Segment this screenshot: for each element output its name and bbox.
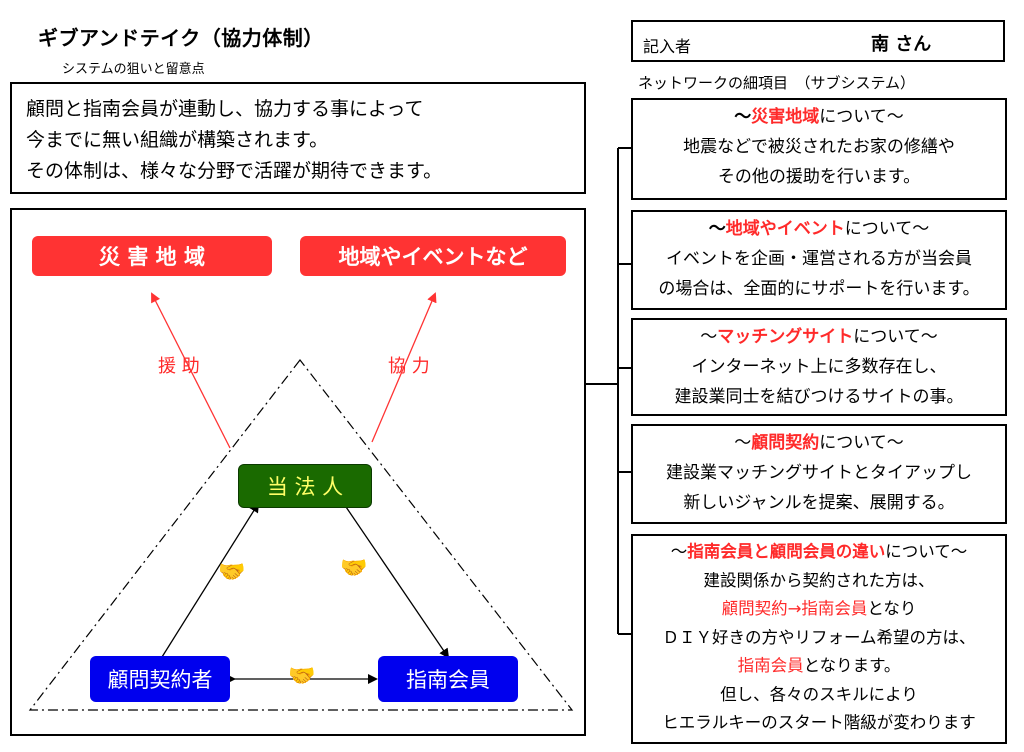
card-heading-key: マッチングサイト — [717, 327, 854, 347]
card-heading: ～マッチングサイトについて～ — [700, 327, 938, 347]
card-region-events: ～地域やイベントについて～ イベントを企画・運営される方が当会員 の場合は、全面… — [631, 210, 1007, 310]
card-disaster-area: ～災害地域について～ 地震などで被災されたお家の修繕や その他の援助を行います。 — [631, 98, 1007, 200]
intro-line: 顧問と指南会員が連動し、協力する事によって — [26, 98, 424, 120]
network-label: ネットワークの細項目 （サブシステム） — [638, 74, 916, 92]
cooperation-diagram: 災 害 地 域 地域やイベントなど 援 助 協 力 当 法 人 顧問契約者 指南… — [10, 208, 586, 736]
handshake-icon: 🤝 — [288, 664, 316, 689]
link-left — [153, 502, 260, 667]
card-heading-key: 地域やイベント — [725, 219, 845, 239]
page-subtitle: システムの狙いと留意点 — [62, 62, 205, 77]
card-line: ヒエラルキーのスタート階級が変わります — [662, 713, 976, 732]
card-line: 建設業同士を結びつけるサイトの事。 — [674, 387, 964, 407]
card-heading: ～地域やイベントについて～ — [708, 219, 930, 239]
card-heading: ～災害地域について～ — [734, 107, 904, 127]
target-region-events: 地域やイベントなど — [300, 236, 566, 276]
handshake-icon: 🤝 — [340, 556, 368, 581]
card-member-difference: ～指南会員と顧問会員の違いについて～ 建設関係から契約された方は、 顧問契約→指… — [631, 534, 1007, 744]
card-line: インターネット上に多数存在し、 — [691, 357, 947, 377]
intro-box: 顧問と指南会員が連動し、協力する事によって 今までに無い組織が構築されます。 そ… — [10, 82, 586, 194]
card-line: 地震などで被災されたお家の修繕や — [683, 137, 955, 157]
card-line: イベントを企画・運営される方が当会員 — [666, 249, 972, 269]
card-heading-key: 災害地域 — [751, 107, 820, 127]
label-support: 援 助 — [158, 356, 200, 377]
link-right — [335, 494, 450, 659]
card-line: 顧問契約→指南会員となり — [721, 599, 917, 618]
card-heading-key: 指南会員と顧問会員の違い — [687, 542, 886, 561]
node-advisory-contractor: 顧問契約者 — [90, 656, 230, 702]
writer-box: 記入者 南 さん — [631, 20, 1005, 62]
writer-label: 記入者 — [643, 37, 692, 56]
intro-line: 今までに無い組織が構築されます。 — [26, 129, 329, 151]
card-line: 新しいジャンルを提案、展開する。 — [683, 493, 955, 513]
card-line: 指南会員となります。 — [737, 656, 901, 675]
card-advisory-contract: ～顧問契約について～ 建設業マッチングサイトとタイアップし 新しいジャンルを提案… — [631, 424, 1007, 524]
arrow-support — [151, 292, 231, 449]
card-heading: ～顧問契約について～ — [734, 433, 904, 453]
card-line: 建設関係から契約された方は、 — [703, 570, 935, 590]
card-matching-site: ～マッチングサイトについて～ インターネット上に多数存在し、 建設業同士を結びつ… — [631, 318, 1007, 416]
target-disaster-area: 災 害 地 域 — [32, 236, 272, 276]
card-line: その他の援助を行います。 — [717, 167, 921, 187]
intro-line: その体制は、様々な分野で活躍が期待できます。 — [26, 160, 443, 182]
label-cooperation: 協 力 — [388, 356, 430, 377]
writer-name: 南 さん — [871, 34, 932, 55]
card-line: ＤＩＹ好きの方やリフォーム希望の方は、 — [662, 627, 976, 647]
handshake-icon: 🤝 — [218, 560, 246, 585]
node-corporation: 当 法 人 — [238, 464, 372, 508]
node-guidance-member: 指南会員 — [378, 656, 518, 702]
card-line: の場合は、全面的にサポートを行います。 — [658, 279, 980, 299]
card-heading: ～指南会員と顧問会員の違いについて～ — [670, 542, 968, 561]
card-line: 建設業マッチングサイトとタイアップし — [666, 463, 972, 483]
arrow-cooperation — [371, 292, 437, 443]
diagram-lines — [28, 292, 574, 711]
page-title: ギブアンドテイク（協力体制） — [38, 26, 324, 50]
card-line: 但し、各々のスキルにより — [720, 684, 918, 704]
card-heading-key: 顧問契約 — [751, 433, 820, 453]
